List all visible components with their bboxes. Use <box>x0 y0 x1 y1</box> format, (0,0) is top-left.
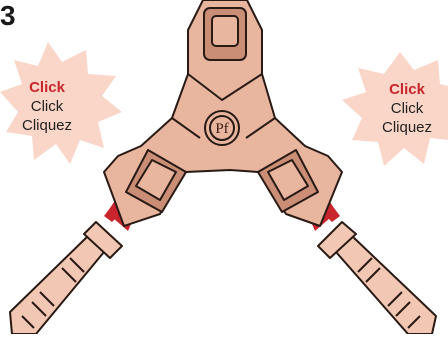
callout-right: Click Click Cliquez <box>362 80 448 137</box>
hub-logo: Pf <box>215 121 228 137</box>
callout-left-line2: Click <box>30 98 64 115</box>
burst-right <box>342 52 448 166</box>
callout-left: Click Click Cliquez <box>2 78 92 135</box>
callout-right-line1: Click <box>389 81 425 98</box>
callout-right-line2: Click <box>390 100 424 117</box>
callout-left-line3: Cliquez <box>21 117 73 134</box>
burst-left <box>0 42 122 164</box>
hub <box>103 0 343 227</box>
hose-right <box>317 221 437 335</box>
hose-left <box>9 221 123 335</box>
callout-left-line1: Click <box>29 79 65 96</box>
callout-right-line3: Cliquez <box>381 119 433 136</box>
step-number: 3 <box>0 0 16 31</box>
